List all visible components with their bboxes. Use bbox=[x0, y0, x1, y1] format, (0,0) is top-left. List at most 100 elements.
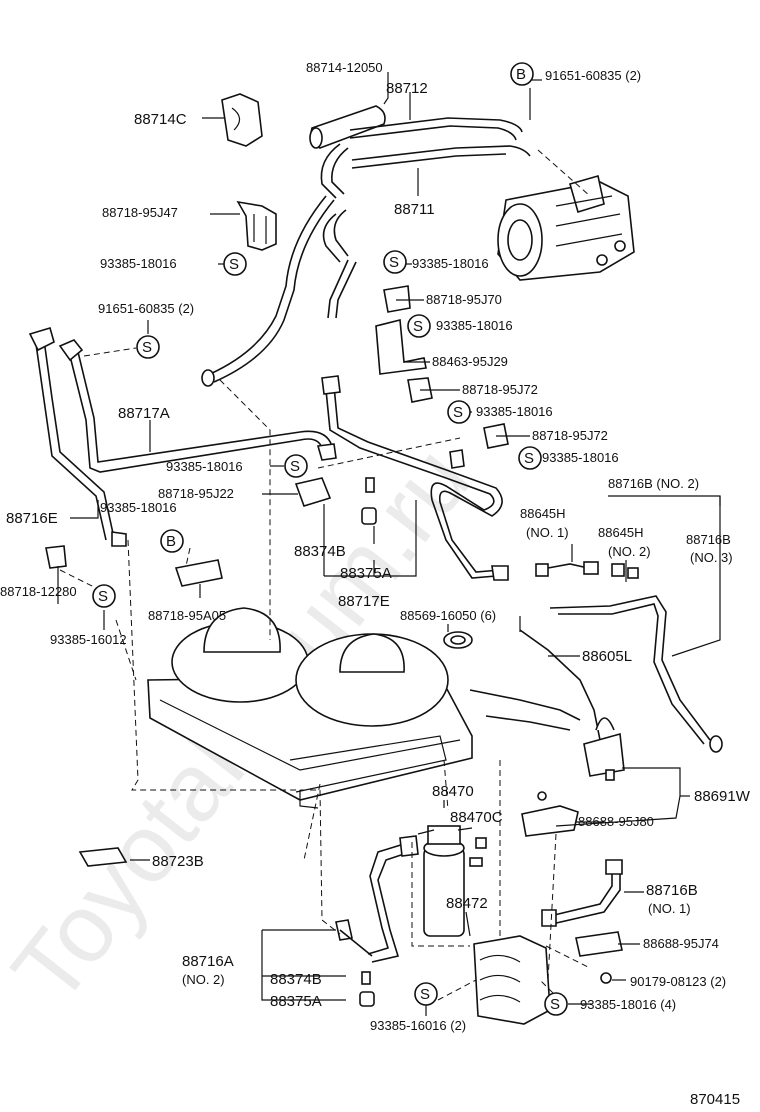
label-88718-95J47: 88718-95J47 bbox=[102, 205, 178, 220]
part-vacuum-valve[interactable] bbox=[583, 717, 625, 781]
part-88374B-core-lower[interactable] bbox=[361, 971, 371, 985]
label-93385-16016: 93385-16016 (2) bbox=[370, 1018, 466, 1033]
marker-s-95J47: S bbox=[223, 252, 247, 276]
part-88718-95J70-clip[interactable] bbox=[383, 285, 411, 313]
label-93385-16012: 93385-16012 bbox=[50, 632, 127, 647]
label-93385-18016-e: 93385-18016 bbox=[166, 459, 243, 474]
label-91651-60835-top: 91651-60835 (2) bbox=[545, 68, 641, 83]
part-88712-discharge-hose[interactable] bbox=[320, 117, 523, 199]
part-88717E-pipe[interactable] bbox=[321, 375, 509, 581]
part-88645H-no1-sensor[interactable] bbox=[535, 561, 599, 577]
part-88714C-bracket[interactable] bbox=[221, 93, 263, 147]
label-88470C: 88470C bbox=[450, 809, 503, 826]
label-88711: 88711 bbox=[394, 201, 435, 218]
part-88716B-no1-pipe[interactable] bbox=[541, 859, 623, 927]
label-93385-18016-4: 93385-18016 (4) bbox=[580, 997, 676, 1012]
part-88375A-cap[interactable] bbox=[361, 507, 377, 525]
part-88375A-cap-lower[interactable] bbox=[359, 991, 375, 1007]
svg-text:S: S bbox=[290, 458, 300, 475]
part-88688-95J74-bracket[interactable] bbox=[575, 931, 623, 984]
part-88374B-core[interactable] bbox=[365, 477, 375, 493]
label-88723B: 88723B bbox=[152, 853, 204, 870]
svg-text:S: S bbox=[420, 986, 430, 1003]
part-88716A-no2-pipe[interactable] bbox=[335, 835, 419, 963]
marker-s-bottom-right: S bbox=[544, 992, 568, 1016]
label-93385-18016-g: 93385-18016 bbox=[100, 500, 177, 515]
part-88569-16050-clamp[interactable] bbox=[443, 631, 473, 649]
part-88716E-pipe[interactable] bbox=[28, 327, 127, 547]
label-88714-12050: 88714-12050 bbox=[306, 60, 383, 75]
part-88723B-tape[interactable] bbox=[78, 847, 128, 867]
svg-text:S: S bbox=[413, 318, 423, 335]
svg-text:S: S bbox=[142, 339, 152, 356]
label-88718-95A05: 88718-95A05 bbox=[148, 608, 226, 623]
marker-b-left: B bbox=[160, 529, 184, 553]
label-88645H-no1: 88645H bbox=[520, 506, 566, 521]
label-88374B-upper: 88374B bbox=[294, 543, 346, 560]
label-88717A: 88717A bbox=[118, 405, 170, 422]
label-93385-18016-d: 93385-18016 bbox=[476, 404, 553, 419]
label-88688-95J80: 88688-95J80 bbox=[578, 814, 654, 829]
part-evaporator-housing[interactable] bbox=[147, 607, 473, 809]
diagram-code: 870415 bbox=[690, 1091, 740, 1108]
label-88375A-lower: 88375A bbox=[270, 993, 322, 1010]
label-88716B-no1: 88716B bbox=[646, 882, 698, 899]
marker-s-95J72b: S bbox=[518, 446, 542, 470]
label-90179-08123: 90179-08123 (2) bbox=[630, 974, 726, 989]
part-88711-suction-hose[interactable] bbox=[201, 145, 531, 387]
marker-s-95J72a: S bbox=[447, 400, 471, 424]
label-88712: 88712 bbox=[386, 80, 428, 97]
label-no1-88716B: (NO. 1) bbox=[648, 901, 691, 916]
label-88717E: 88717E bbox=[338, 593, 390, 610]
label-88375A-upper: 88375A bbox=[340, 565, 392, 582]
label-88716B-no2: 88716B (NO. 2) bbox=[608, 476, 699, 491]
svg-text:S: S bbox=[524, 450, 534, 467]
svg-text:S: S bbox=[453, 404, 463, 421]
part-88718-95A05-clip[interactable] bbox=[174, 559, 223, 587]
part-88718-95J47-clip[interactable] bbox=[236, 200, 277, 251]
part-88463-95J29-bracket[interactable] bbox=[375, 318, 427, 375]
part-compressor[interactable] bbox=[497, 174, 635, 281]
label-88718-95J72-a: 88718-95J72 bbox=[462, 382, 538, 397]
part-88605L-wire-harness[interactable] bbox=[469, 595, 723, 753]
svg-text:B: B bbox=[166, 533, 176, 550]
marker-s-left: S bbox=[136, 335, 160, 359]
part-88645H-no2-sensor[interactable] bbox=[611, 563, 639, 579]
label-93385-18016-f: 93385-18016 bbox=[542, 450, 619, 465]
label-no2-88645H: (NO. 2) bbox=[608, 544, 651, 559]
label-88691W: 88691W bbox=[694, 788, 751, 805]
label-88470: 88470 bbox=[432, 783, 474, 800]
svg-text:S: S bbox=[229, 256, 239, 273]
label-88718-95J72-b: 88718-95J72 bbox=[532, 428, 608, 443]
label-88716E: 88716E bbox=[6, 510, 58, 527]
svg-text:S: S bbox=[550, 996, 560, 1013]
part-88472-bracket[interactable] bbox=[473, 935, 551, 1025]
label-88472: 88472 bbox=[446, 895, 488, 912]
part-88470-receiver-drier[interactable] bbox=[417, 825, 473, 937]
svg-text:S: S bbox=[389, 254, 399, 271]
marker-s-95J70: S bbox=[383, 250, 407, 274]
marker-s-bottom-left: S bbox=[92, 584, 116, 608]
part-88714-12050-insulator[interactable] bbox=[309, 105, 386, 149]
label-93385-18016-b: 93385-18016 bbox=[412, 256, 489, 271]
label-no2-88716A: (NO. 2) bbox=[182, 972, 225, 987]
label-88374B-lower: 88374B bbox=[270, 971, 322, 988]
part-88470C-cap[interactable] bbox=[469, 837, 487, 867]
label-no1-88645H: (NO. 1) bbox=[526, 525, 569, 540]
part-88718-12280-clamp[interactable] bbox=[45, 545, 67, 569]
part-88688-95J80-bracket[interactable] bbox=[521, 791, 579, 837]
label-93385-18016-a: 93385-18016 bbox=[100, 256, 177, 271]
part-88717A-pipe[interactable] bbox=[58, 339, 337, 473]
marker-s-95J29: S bbox=[407, 314, 431, 338]
label-88718-95J70: 88718-95J70 bbox=[426, 292, 502, 307]
part-88718-95J22-clip[interactable] bbox=[294, 477, 332, 507]
label-88716A: 88716A bbox=[182, 953, 234, 970]
label-88645H-no2: 88645H bbox=[598, 525, 644, 540]
label-91651-60835-left: 91651-60835 (2) bbox=[98, 301, 194, 316]
label-88688-95J74: 88688-95J74 bbox=[643, 936, 719, 951]
svg-text:S: S bbox=[98, 588, 108, 605]
label-88718-12280: 88718-12280 bbox=[0, 584, 77, 599]
label-88605L: 88605L bbox=[582, 648, 632, 665]
